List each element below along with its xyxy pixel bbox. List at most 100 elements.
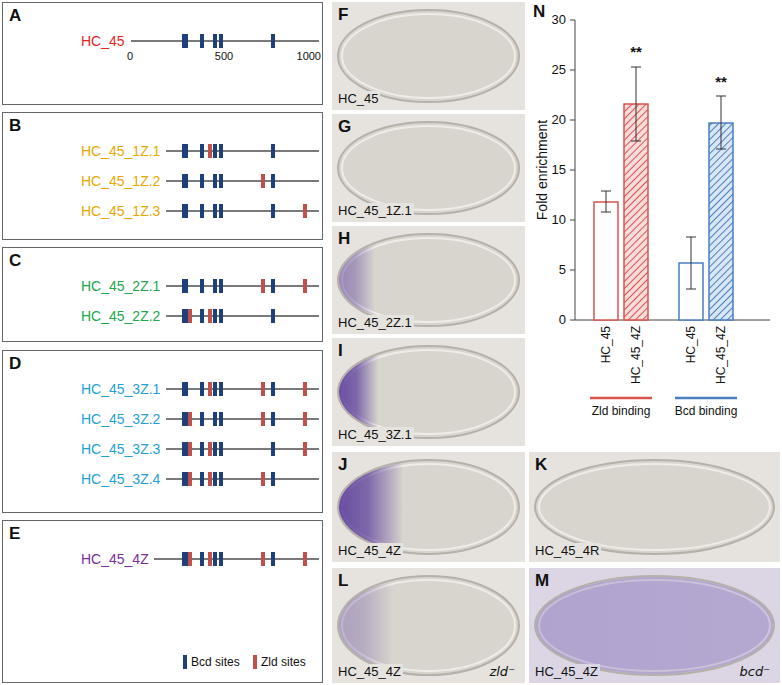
bcd-site [271, 382, 275, 396]
panel-letter: K [533, 455, 549, 475]
zld-site [188, 309, 192, 323]
construct-name: HC_45 [81, 32, 125, 50]
embryo-body [338, 10, 519, 102]
embryo-panel: GHC_45_1Z.1 [332, 114, 525, 222]
image-label: HC_45_4Z [336, 664, 403, 680]
zld-site [303, 279, 307, 293]
image-label: HC_45_3Z.1 [336, 427, 414, 443]
zld-site [208, 442, 212, 456]
embryo-stain [339, 577, 518, 674]
dna-line [166, 285, 319, 287]
construct-name: HC_45_3Z.4 [81, 470, 160, 488]
embryo-body [338, 234, 519, 326]
embryo-body [338, 122, 519, 214]
bcd-site [182, 279, 188, 293]
zld-site [208, 382, 212, 396]
bcd-site [271, 552, 275, 566]
bcd-site [213, 204, 217, 218]
zld-site [208, 472, 212, 486]
embryo-panel: LHC_45_4Zzld⁻ [332, 568, 525, 683]
embryo-panel: K HC_45_4R [529, 452, 780, 562]
embryo-rim [539, 464, 770, 550]
group-bar [675, 397, 737, 400]
image-label: HC_45_2Z.1 [336, 315, 414, 331]
construct-name: HC_45_3Z.2 [81, 410, 160, 428]
bcd-site [219, 174, 223, 188]
bcd-site [271, 279, 275, 293]
bcd-site [200, 144, 204, 158]
bcd-site [200, 412, 204, 426]
bcd-site [219, 279, 223, 293]
image-label: HC_45_1Z.1 [336, 203, 414, 219]
chart-label: ** [715, 73, 727, 91]
construct-name: HC_45_4Z [81, 550, 149, 568]
error-bars [601, 67, 726, 289]
construct-lines [3, 248, 324, 343]
panel-letter: L [336, 571, 350, 591]
bcd-site [219, 472, 223, 486]
panel-letter: D [9, 354, 21, 374]
embryo-panel: I HC_45_3Z.1 [332, 338, 525, 446]
bcd-site [182, 552, 188, 566]
embryo-rim [342, 126, 515, 210]
panel-letter: E [9, 524, 20, 544]
chart-axes [570, 20, 770, 320]
panel-letter: N [533, 2, 545, 22]
construct-name: HC_45_2Z.2 [81, 307, 160, 325]
construct-panel: EHC_45_4ZBcd sitesZld sites [2, 520, 323, 683]
zld-site [261, 174, 265, 188]
zld-site [188, 552, 192, 566]
chart-label: ** [630, 43, 642, 61]
bcd-site [219, 34, 223, 48]
bcd-site [182, 472, 188, 486]
bcd-site [213, 412, 217, 426]
bcd-site [219, 552, 223, 566]
bcd-site [271, 412, 275, 426]
genotype-label: bcd⁻ [737, 664, 772, 680]
image-label: HC_45_4R [533, 543, 601, 559]
legend-label: Zld sites [261, 654, 306, 670]
zld-site [261, 279, 265, 293]
construct-name: HC_45_3Z.3 [81, 440, 160, 458]
zld-site [208, 552, 212, 566]
bcd-site [213, 144, 217, 158]
bcd-site [200, 442, 204, 456]
bcd-site [182, 442, 188, 456]
bcd-site [213, 442, 217, 456]
chart-label: 20 [552, 112, 566, 128]
bcd-site [182, 382, 188, 396]
embryo-stain [339, 235, 518, 325]
bcd-site [182, 174, 188, 188]
group-bar [590, 397, 652, 400]
construct-lines [3, 113, 324, 241]
embryo-panel: H HC_45_2Z.1 [332, 226, 525, 334]
construct-name: HC_45_1Z.2 [81, 172, 160, 190]
embryo-rim [342, 14, 515, 98]
bcd-site [200, 382, 204, 396]
bcd-site [271, 34, 275, 48]
panel-letter: I [336, 341, 345, 361]
bcd-site [213, 279, 217, 293]
chart-label: HC_45_4Z [629, 326, 643, 384]
zld-site [261, 552, 265, 566]
embryo-body [338, 460, 519, 554]
bcd-site [219, 144, 223, 158]
dna-line [166, 388, 319, 390]
bcd-site [219, 204, 223, 218]
chart-label: Bcd binding [675, 404, 738, 418]
construct-name: HC_45_1Z.1 [81, 142, 160, 160]
embryo-body [338, 576, 519, 675]
chart-label: 5 [559, 262, 566, 278]
bars [594, 104, 733, 320]
embryo-panel: FHC_45 [332, 2, 525, 110]
dna-line [166, 150, 319, 152]
bcd-site [213, 309, 217, 323]
embryo-body [338, 346, 519, 438]
legend-swatch [253, 655, 257, 669]
scale-number: 500 [215, 50, 233, 63]
bcd-site [213, 174, 217, 188]
embryo-panel: MHC_45_4Zbcd⁻ [529, 568, 780, 683]
panel-letter: H [336, 229, 352, 249]
bcd-site [182, 204, 188, 218]
chart-label: HC_45 [684, 326, 698, 363]
